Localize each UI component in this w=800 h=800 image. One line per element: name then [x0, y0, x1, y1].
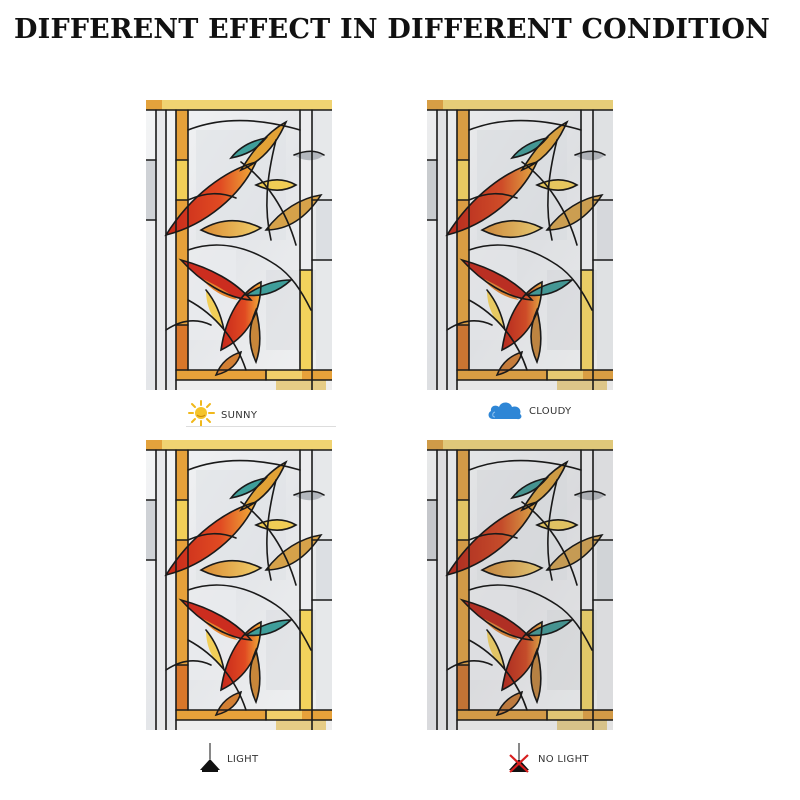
caption-cloudy-label: CLOUDY	[529, 405, 572, 417]
caption-sunny-label: SUNNY	[221, 409, 258, 421]
caption-no-light: NO LIGHT	[505, 742, 589, 776]
cloud-icon	[486, 399, 524, 424]
stained-glass-panel-cloudy	[427, 100, 613, 390]
caption-sunny: SUNNY	[186, 399, 336, 431]
stained-glass-panel-no-light	[427, 440, 613, 730]
caption-cloudy: CLOUDY	[486, 396, 571, 426]
caption-divider	[186, 426, 336, 427]
caption-light-label: LIGHT	[227, 753, 259, 765]
lamp-off-icon	[505, 742, 533, 776]
caption-no-light-label: NO LIGHT	[538, 753, 589, 765]
caption-light: LIGHT	[198, 742, 259, 776]
lamp-icon	[198, 742, 222, 776]
page-title: DIFFERENT EFFECT IN DIFFERENT CONDITION	[14, 14, 770, 45]
sun-icon	[186, 399, 216, 431]
stained-glass-panel-sunny	[146, 100, 332, 390]
stained-glass-panel-light	[146, 440, 332, 730]
